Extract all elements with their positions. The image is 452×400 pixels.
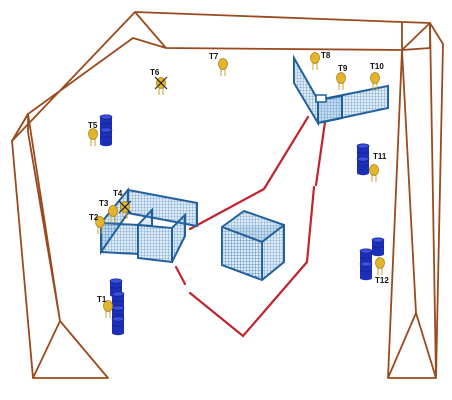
target-label: T4 (113, 189, 123, 198)
target-label: T1 (97, 295, 107, 304)
target-label: T7 (209, 52, 219, 61)
barrier-segment (188, 185, 316, 338)
target-marker (154, 76, 168, 95)
target-t11: T11 (369, 152, 387, 182)
target-t3: T3 (99, 199, 118, 223)
target-t9: T9 (336, 64, 348, 90)
cage-center (221, 209, 285, 282)
wall-left (11, 113, 109, 379)
target-marker (369, 164, 379, 182)
barrier-segment (314, 120, 327, 187)
target-marker (95, 216, 105, 234)
wall-right (387, 22, 444, 379)
target-label: T2 (89, 213, 99, 222)
target-marker (108, 205, 118, 223)
drum (371, 237, 385, 257)
target-t10: T10 (370, 62, 384, 90)
barrier-segment (174, 265, 187, 286)
target-marker (336, 72, 346, 90)
target-marker (103, 300, 113, 318)
target-label: T11 (373, 152, 387, 161)
barrier-segment (188, 115, 310, 231)
target-marker (218, 58, 228, 76)
target-label: T3 (99, 199, 109, 208)
target-marker (370, 72, 380, 90)
target-t12: T12 (375, 257, 389, 285)
target-t2: T2 (89, 213, 105, 234)
drum (356, 156, 370, 176)
target-label: T6 (150, 68, 160, 77)
drum (111, 316, 125, 336)
target-label: T9 (338, 64, 348, 73)
target-label: T10 (370, 62, 384, 71)
target-marker (375, 257, 385, 275)
target-t1: T1 (97, 295, 113, 318)
target-label: T5 (88, 121, 98, 130)
target-label: T8 (321, 51, 331, 60)
target-t8: T8 (310, 51, 331, 70)
drum (109, 278, 123, 298)
drum (99, 127, 113, 147)
target-t6: T6 (150, 68, 168, 95)
target-label: T12 (375, 276, 389, 285)
barrier-lines (174, 115, 327, 338)
target-t7: T7 (209, 52, 228, 76)
cage-top-right (293, 54, 389, 127)
target-marker (118, 200, 132, 219)
target-t4: T4 (113, 189, 132, 219)
perimeter-walls (11, 11, 444, 379)
wall-top (11, 11, 431, 142)
target-marker (310, 52, 320, 70)
target-t5: T5 (88, 121, 98, 146)
drum-group (99, 114, 385, 336)
cage-left-group (100, 187, 198, 264)
target-marker (88, 128, 98, 146)
drum (359, 261, 373, 281)
